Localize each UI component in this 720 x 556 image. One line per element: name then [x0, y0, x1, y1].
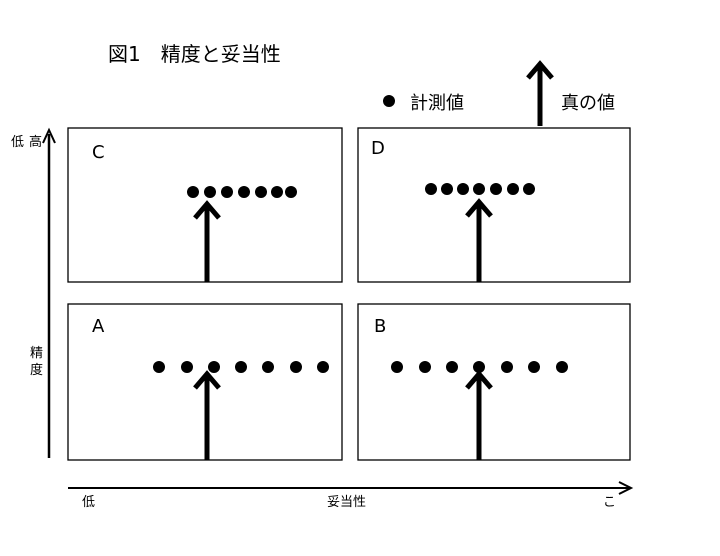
measured-dot	[419, 361, 431, 373]
y-axis: 低 高 精 度	[11, 127, 56, 458]
measured-dot	[271, 186, 283, 198]
measured-dot	[262, 361, 274, 373]
measured-dot	[501, 361, 513, 373]
figure-title: 図1 精度と妥当性	[108, 42, 281, 66]
panel-a: A	[67, 303, 343, 461]
panel-c: C	[67, 127, 343, 283]
x-axis-low-label: 低	[82, 495, 95, 510]
measured-dot	[153, 361, 165, 373]
measured-dot	[473, 361, 485, 373]
y-axis-low-label: 低	[11, 135, 24, 150]
y-axis-high-label: 高	[29, 134, 42, 150]
panel-label: B	[374, 316, 386, 337]
measured-dot	[473, 183, 485, 195]
measured-dot	[285, 186, 297, 198]
legend: 計測値 真の値	[383, 60, 615, 126]
measured-dot	[221, 186, 233, 198]
measured-dot	[181, 361, 193, 373]
measured-dots	[153, 361, 329, 373]
measured-dot	[391, 361, 403, 373]
measured-dots	[187, 186, 297, 198]
measured-dots	[425, 183, 535, 195]
measured-dot	[290, 361, 302, 373]
panel-label: C	[92, 142, 105, 163]
measured-dots	[391, 361, 568, 373]
legend-true-label: 真の値	[561, 93, 615, 114]
measured-dot	[507, 183, 519, 195]
panel-label: D	[371, 138, 385, 159]
true-value-arrow-icon	[193, 370, 221, 460]
x-axis-high-label: こ	[603, 495, 616, 510]
measured-dot	[523, 183, 535, 195]
measured-dot	[235, 361, 247, 373]
measured-dot	[317, 361, 329, 373]
measured-dot	[208, 361, 220, 373]
measured-dot	[441, 183, 453, 195]
true-value-arrow-icon	[465, 198, 493, 282]
panel-b: B	[357, 303, 631, 461]
panel-label: A	[92, 316, 105, 337]
measured-dot	[457, 183, 469, 195]
legend-true-arrow-icon	[526, 60, 554, 126]
panel-d: D	[357, 127, 631, 283]
measured-dot	[238, 186, 250, 198]
true-value-arrow-icon	[465, 370, 493, 460]
measured-dot	[255, 186, 267, 198]
legend-measured-dot	[383, 95, 395, 107]
measured-dot	[446, 361, 458, 373]
measured-dot	[187, 186, 199, 198]
measured-dot	[204, 186, 216, 198]
legend-measured-label: 計測値	[410, 93, 464, 114]
x-axis-label: 妥当性	[327, 495, 366, 510]
y-axis-label-char-2: 度	[30, 362, 43, 378]
measured-dot	[425, 183, 437, 195]
measured-dot	[490, 183, 502, 195]
y-axis-label-char-1: 精	[30, 346, 43, 361]
true-value-arrow-icon	[193, 200, 221, 282]
measured-dot	[556, 361, 568, 373]
x-axis: 低 妥当性 こ	[68, 481, 634, 510]
measured-dot	[528, 361, 540, 373]
